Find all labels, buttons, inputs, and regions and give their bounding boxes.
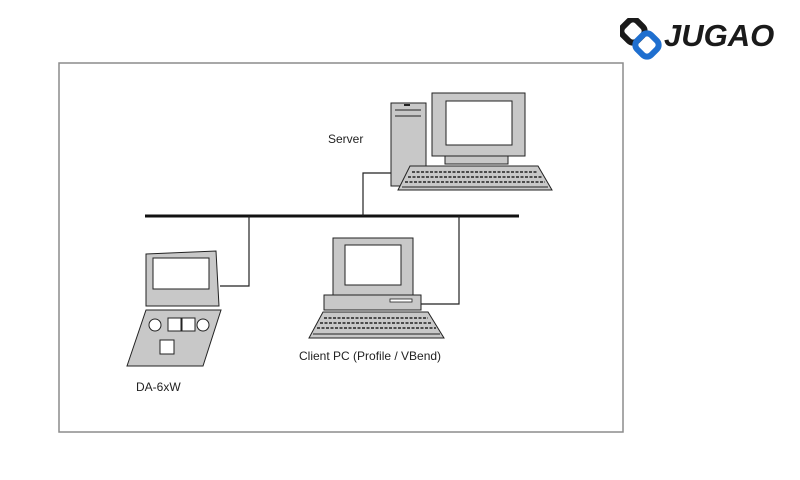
connector-controller (220, 216, 250, 287)
label-server: Server (328, 132, 364, 146)
cnc-controller-icon (126, 250, 222, 367)
server-computer-icon (390, 92, 553, 191)
logo-text: JUGAO (664, 18, 775, 53)
connector-client (421, 216, 460, 305)
jugao-logo: JUGAO (620, 16, 790, 60)
label-client-pc: Client PC (Profile / VBend) (299, 349, 442, 363)
connector-server (362, 172, 393, 216)
jugao-chain-link-logo-icon (620, 18, 662, 60)
desktop-computer-icon (308, 237, 445, 339)
label-controller: DA-6xW (136, 380, 181, 394)
